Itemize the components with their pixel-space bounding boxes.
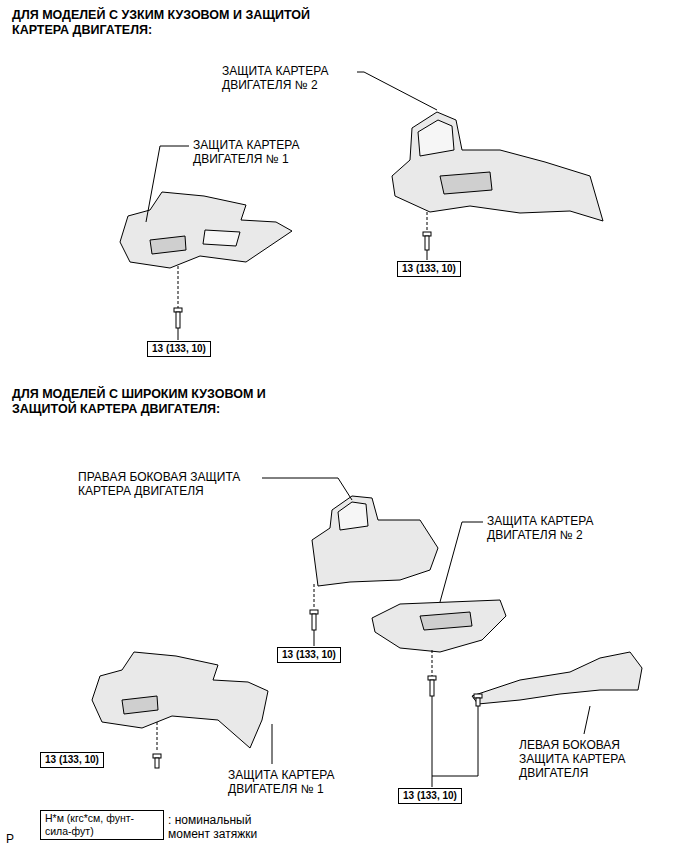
- legend-box: Н*м (кгс*см, фунт-сила-фут): [40, 810, 164, 840]
- torque-box: 13 (133, 10): [397, 261, 461, 277]
- torque-box: 13 (133, 10): [40, 752, 104, 768]
- torque-box: 13 (133, 10): [277, 647, 341, 663]
- right-side-cover: [312, 496, 438, 586]
- part-name: ЗАЩИТА КАРТЕРА ДВИГАТЕЛЯ № 1: [193, 138, 328, 166]
- section-heading: ДЛЯ МОДЕЛЕЙ С ШИРОКИМ КУЗОВОМ И ЗАЩИТОЙ …: [12, 387, 312, 417]
- engine-under-cover-1: [120, 192, 292, 268]
- torque-value: 13 (133, 10): [282, 649, 336, 661]
- part-name: ЛЕВАЯ БОКОВАЯ ЗАЩИТА КАРТЕРА ДВИГАТЕЛЯ: [519, 738, 654, 780]
- torque-value: 13 (133, 10): [152, 343, 206, 355]
- torque-box: 13 (133, 10): [398, 788, 462, 804]
- torque-value: 13 (133, 10): [403, 790, 457, 802]
- left-side-cover: [472, 652, 642, 704]
- torque-box: 13 (133, 10): [147, 341, 211, 357]
- torque-value: 13 (133, 10): [402, 263, 456, 275]
- engine-under-cover-2: [392, 112, 603, 221]
- engine-under-cover-2b: [372, 600, 506, 652]
- part-name: ЗАЩИТА КАРТЕРА ДВИГАТЕЛЯ № 2: [222, 64, 357, 92]
- torque-value: 13 (133, 10): [45, 754, 99, 766]
- page-mark: P: [6, 832, 26, 846]
- part-name: ЗАЩИТА КАРТЕРА ДВИГАТЕЛЯ № 1: [228, 768, 363, 796]
- part-name: ЗАЩИТА КАРТЕРА ДВИГАТЕЛЯ № 2: [487, 514, 622, 542]
- engine-under-cover-1b: [92, 652, 268, 748]
- part-name: ПРАВАЯ БОКОВАЯ ЗАЩИТА КАРТЕРА ДВИГАТЕЛЯ: [78, 470, 262, 498]
- legend-text: : номинальный момент затяжки: [168, 813, 288, 841]
- unit-text: Н*м (кгс*см, фунт-сила-фут): [45, 812, 159, 838]
- section-heading: ДЛЯ МОДЕЛЕЙ С УЗКИМ КУЗОВОМ И ЗАЩИТОЙ КА…: [12, 8, 312, 38]
